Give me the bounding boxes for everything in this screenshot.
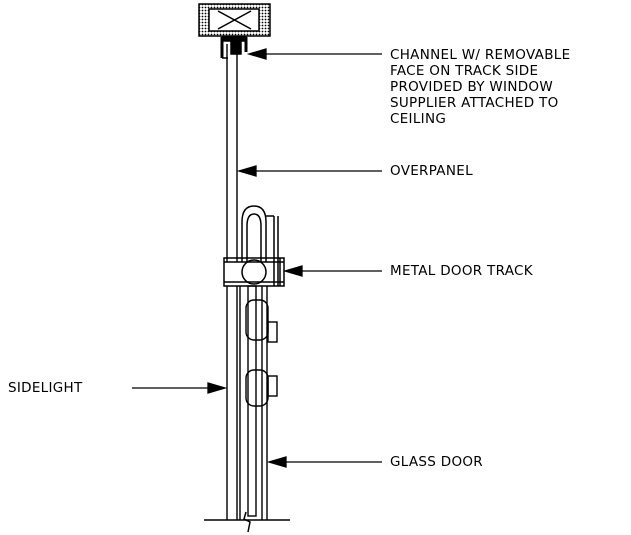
glass-door: [245, 285, 278, 520]
leader-track: [282, 265, 382, 277]
floor-break: [204, 511, 290, 533]
callout-channel-line: SUPPLIER ATTACHED TO: [390, 95, 559, 111]
callout-channel-line: FACE ON TRACK SIDE: [390, 63, 539, 79]
leader-overpanel: [236, 165, 382, 177]
sidelight-glass: [226, 286, 241, 520]
callout-overpanel: OVERPANEL: [390, 163, 473, 179]
overpanel-glass: [226, 44, 238, 262]
callout-channel-line: CHANNEL W/ REMOVABLE: [390, 47, 571, 63]
callout-channel: CHANNEL W/ REMOVABLE FACE ON TRACK SIDE …: [390, 47, 570, 127]
ceiling-channel: [220, 36, 248, 59]
leader-sidelight: [132, 382, 228, 394]
callout-track: METAL DOOR TRACK: [390, 263, 533, 279]
callout-door: GLASS DOOR: [390, 454, 483, 470]
callout-sidelight: SIDELIGHT: [8, 380, 83, 396]
callout-channel-line: PROVIDED BY WINDOW: [390, 79, 553, 95]
leader-channel: [246, 48, 382, 60]
leader-door: [266, 456, 382, 468]
ceiling-block: [198, 3, 271, 37]
callout-channel-line: CEILING: [390, 111, 447, 127]
metal-door-track: [223, 205, 285, 287]
